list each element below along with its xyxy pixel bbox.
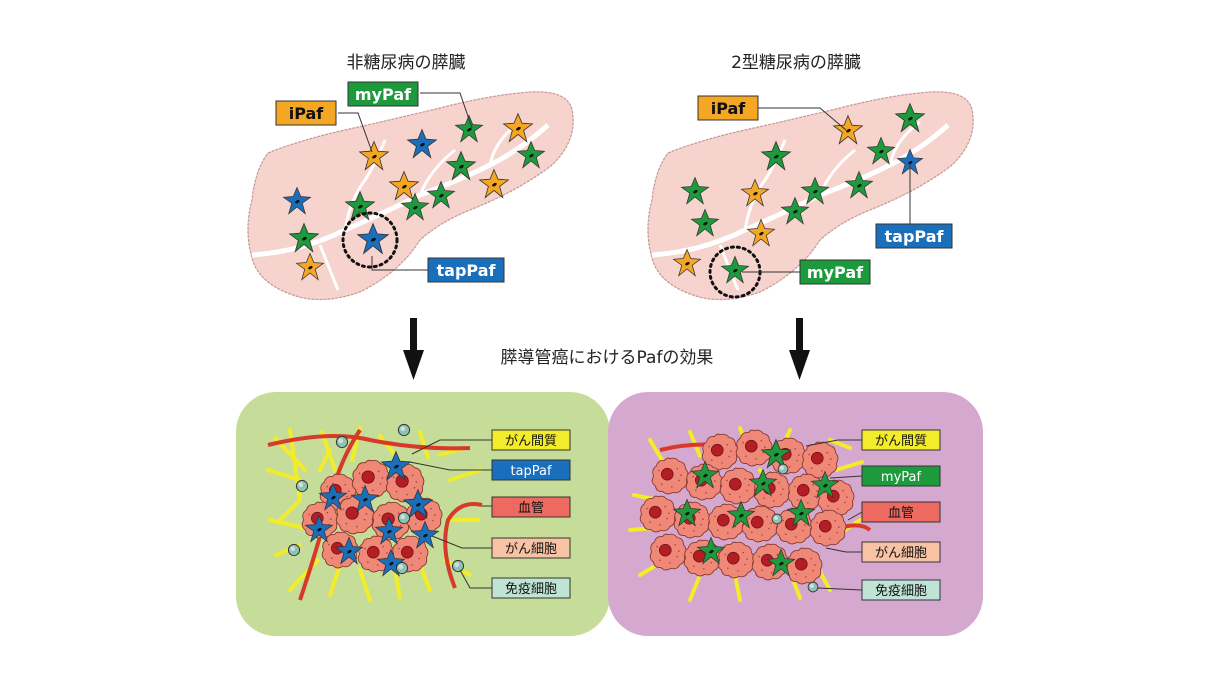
label-box-stroma-left: [491, 429, 571, 451]
label-mypaf-right: myPaf: [807, 263, 864, 282]
vessel-left-3: [443, 502, 483, 589]
arrow-left: [403, 318, 424, 380]
label-stroma-right: がん間質: [875, 434, 927, 449]
label-tappaf-right: tapPaf: [885, 227, 945, 246]
label-vessel-left: 血管: [518, 501, 544, 516]
arrow-right: [789, 318, 810, 380]
leader-paf-right: [829, 475, 863, 479]
label-box-vessel-right: [861, 501, 941, 523]
label-stroma-left: がん間質: [505, 434, 557, 449]
label-box-ipaf-right: [697, 95, 759, 121]
duct-right-branch: [718, 120, 921, 291]
leader-cancer-left: [431, 535, 492, 549]
title-left-pancreas: 非糖尿病の膵臓: [347, 53, 466, 73]
duct-left-main: [251, 123, 550, 258]
label-mypaf-left: myPaf: [355, 85, 412, 104]
label-box-paf-left: [491, 459, 571, 481]
label-ipaf-left: iPaf: [289, 104, 325, 123]
leader-immune-left: [459, 569, 492, 589]
label-box-stroma-right: [861, 429, 941, 451]
label-box-ipaf-left: [275, 100, 337, 126]
label-paf-right: myPaf: [881, 470, 922, 485]
label-box-paf-right: [861, 465, 941, 487]
leader-stroma-left: [411, 439, 492, 455]
label-ipaf-right: iPaf: [711, 99, 747, 118]
label-box-mypaf-right: [799, 259, 871, 285]
tumor-panel-right: がん間質 myPaf 血管 がん細胞 免疫細胞: [608, 392, 983, 636]
title-paf-effect: 膵導管癌におけるPafの効果: [501, 348, 714, 368]
label-box-tappaf-left: [427, 257, 505, 283]
label-box-immune-right: [861, 579, 941, 601]
label-tappaf-left: tapPaf: [437, 261, 497, 280]
leader-immune-right: [817, 587, 863, 591]
label-immune-right: 免疫細胞: [875, 583, 927, 599]
label-box-tappaf-right: [875, 223, 953, 249]
highlight-circle-left: [341, 211, 399, 269]
label-cancer-left: がん細胞: [505, 542, 557, 557]
label-immune-left: 免疫細胞: [505, 581, 557, 597]
label-box-cancer-left: [491, 537, 571, 559]
label-cancer-right: がん細胞: [875, 546, 927, 561]
leader-ipaf-right: [758, 107, 847, 131]
vessel-left-1: [267, 434, 471, 451]
label-box-mypaf-left: [347, 81, 419, 107]
label-paf-left: tapPaf: [510, 464, 552, 479]
duct-left-branch: [318, 120, 521, 291]
pancreas-right: iPaf tapPaf myPaf: [647, 91, 974, 301]
label-box-cancer-right: [861, 541, 941, 563]
label-box-immune-left: [491, 577, 571, 599]
label-vessel-right: 血管: [888, 506, 914, 521]
pancreas-left: iPaf myPaf tapPaf: [247, 81, 574, 301]
leader-vessel-right: [847, 511, 863, 521]
leader-tappaf-left: [371, 256, 428, 271]
tumor-panel-left: がん間質 tapPaf 血管 がん細胞 免疫細胞: [236, 392, 610, 636]
leader-stroma-right: [805, 439, 862, 447]
label-box-vessel-left: [491, 496, 571, 518]
leader-cancer-right: [825, 547, 862, 553]
leader-paf-left: [409, 461, 492, 471]
leader-mypaf-left: [420, 92, 473, 129]
title-right-pancreas: 2型糖尿病の膵臓: [731, 53, 861, 73]
leader-ipaf-left: [338, 112, 373, 153]
